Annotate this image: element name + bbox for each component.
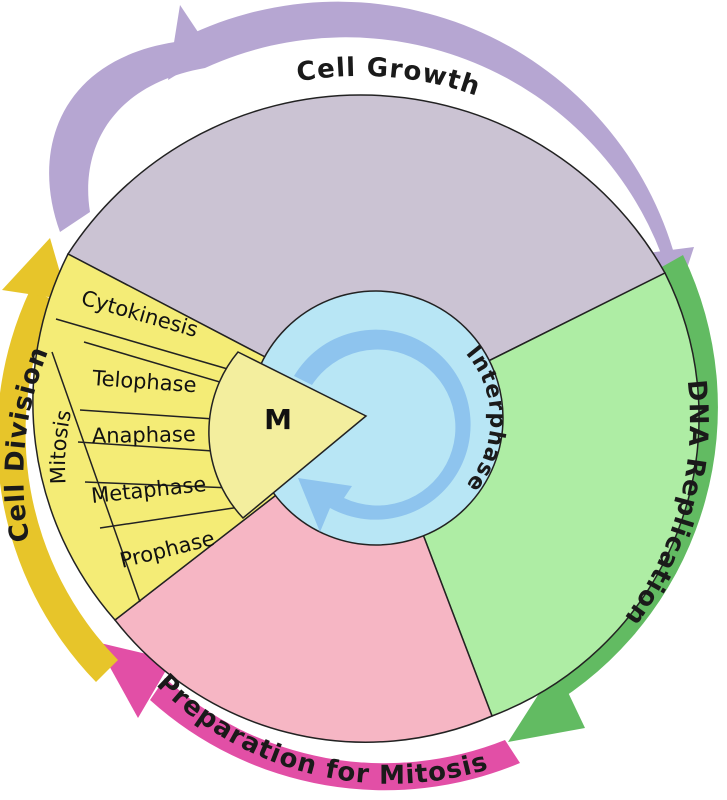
cell-division-arrowhead bbox=[2, 238, 68, 300]
preparation-arrow bbox=[150, 678, 520, 791]
sector-growth bbox=[66, 94, 667, 417]
dna-replication-arrowhead bbox=[508, 667, 585, 742]
top-loop-arrowhead bbox=[168, 5, 212, 80]
division-subdivisions bbox=[51, 318, 241, 603]
m-wedge bbox=[208, 351, 368, 520]
cell-division-arrow bbox=[0, 290, 118, 682]
m-label: M bbox=[264, 403, 292, 436]
cell-growth-label: Cell Growth bbox=[295, 53, 485, 103]
sector-division bbox=[32, 252, 380, 622]
anaphase-label: Anaphase bbox=[92, 422, 196, 448]
cell-growth-arrow bbox=[49, 1, 674, 257]
